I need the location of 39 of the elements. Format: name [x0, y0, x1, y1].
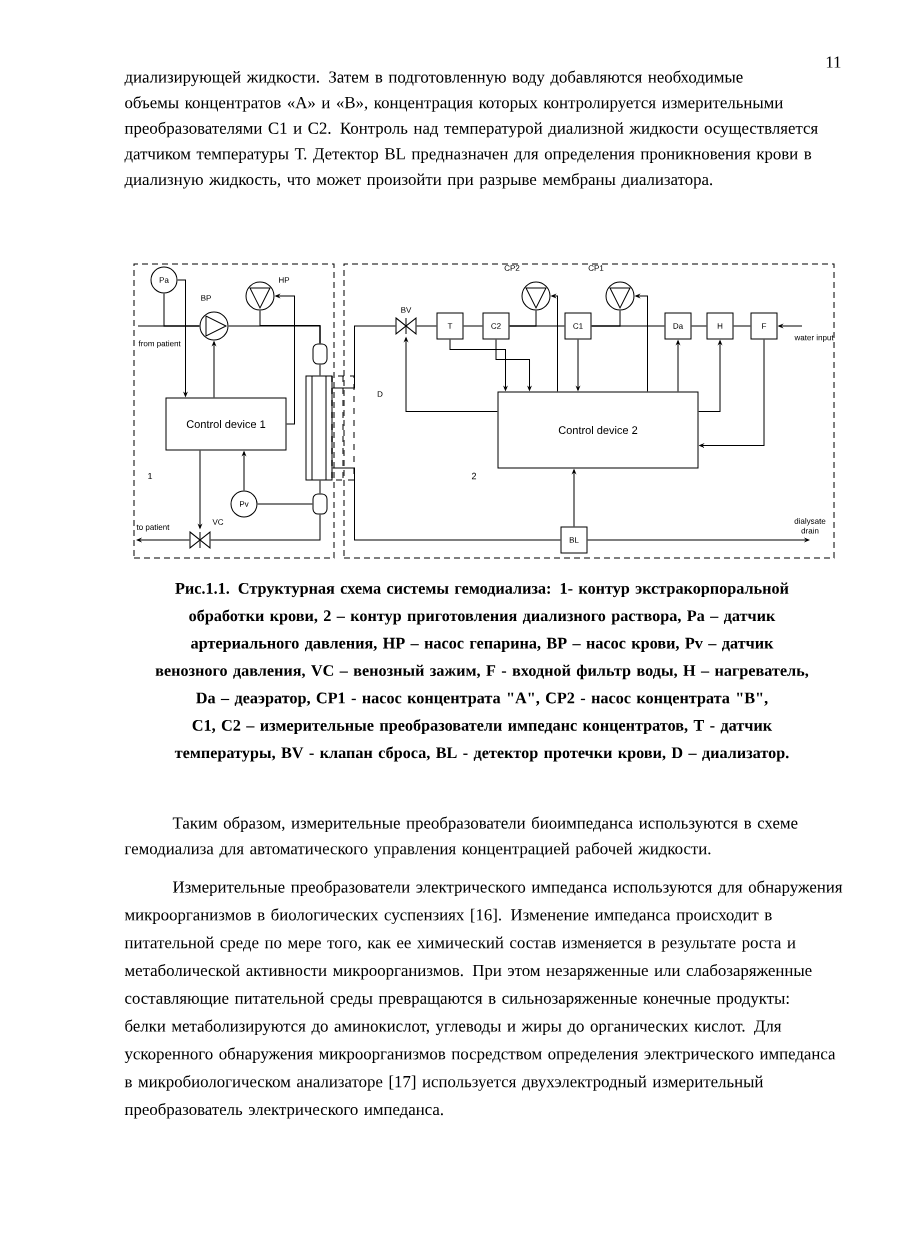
connector-line — [332, 467, 561, 541]
drip-chamber — [312, 343, 328, 365]
page-number: 11 — [826, 56, 841, 68]
arrow — [587, 538, 810, 542]
arrow — [177, 279, 188, 397]
connector-line — [259, 310, 321, 344]
paragraph: диализирующей жидкости. Затем в подготовленную воду добавляются необходимые объемы концентратов «А» и «В», концентрация которых контролируется измерительными преобразователями С1 и С2. Контроль над температурой диализной жидкости осуществляется датчиком температуры Т. Детектор BL предназначен для определения проникновения крови в диализную жидкость, что может произойти при разрыве мембраны диализатора. — [124, 70, 818, 189]
arrow — [551, 294, 558, 392]
arrow — [242, 451, 246, 491]
connector-line — [319, 364, 321, 376]
arrow — [495, 339, 532, 391]
arrow — [778, 324, 803, 328]
figure-caption: Рис.1.1. Структурная схема системы гемодиализа: 1- контур экстракорпоральной обработки крови, 2 – контур приготовления диализного раствора, Pa – датчик артериального давления, HP – насос гепарина, BP – насос крови, Pv – датчик венозного давления, VC – венозный зажим, F - входной фильтр воды, H – нагреватель, Da – деаэратор, CP1 - насос концентрата "A", CP2 - насос концентрата "B", C1, C2 – измерительные преобразователи импеданс концентратов, T - датчик температуры, BV - клапан сброса, BL - детектор протечки крови, D – диализатор. — [155, 582, 809, 762]
arrow — [698, 340, 722, 412]
connector-line — [257, 503, 313, 505]
connector-line — [210, 514, 321, 541]
arrow — [676, 340, 680, 392]
connector-line — [332, 325, 396, 389]
connector-line — [416, 325, 437, 327]
connector-line — [163, 293, 200, 327]
arrow — [699, 339, 765, 448]
arrow — [275, 294, 295, 425]
arrow — [136, 538, 190, 542]
connector-line — [591, 310, 621, 327]
connector-line — [733, 325, 751, 327]
arrow — [212, 341, 216, 398]
paragraph: Измерительные преобразователи электрического импеданса используются для обнаружения микроорганизмов в биологических суспензиях [16]. Изменение импеданса происходит в питательной среде по мере того, как ее химический состав изменяется в результате роста и метаболической активности микроорганизмов. При этом незаряженные или слабозаряженные составляющие питательной среды превращаются в сильнозаряженные конечные продукты: белки метаболизируются до аминокислот, углеводы и жиры до органических кислот. Для ускоренного обнаружения микроорганизмов посредством определения электрического импеданса в микробиологическом анализаторе [17] используется двухэлектродный измерительный преобразователь электрического импеданса. — [124, 880, 843, 1119]
connector-line — [463, 325, 483, 327]
arrow — [635, 294, 648, 392]
arrow — [572, 469, 576, 527]
arrow — [198, 450, 202, 529]
arrow — [449, 339, 508, 391]
connector-line — [509, 310, 537, 327]
connector-line — [319, 480, 321, 494]
paragraph: Таким образом, измерительные преобразователи биоимпеданса используются в схеме гемодиализа для автоматического управления концентрацией рабочей жидкости. — [124, 816, 798, 858]
arrow — [404, 337, 498, 412]
drip-chamber — [312, 493, 328, 515]
arrow — [576, 339, 580, 391]
connector-line — [691, 325, 707, 327]
